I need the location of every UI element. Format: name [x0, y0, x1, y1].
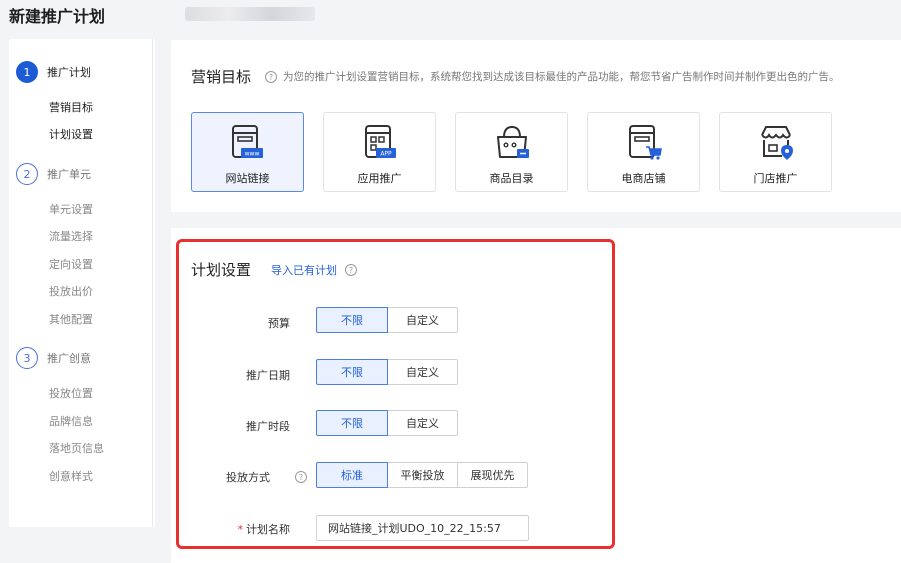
step-1[interactable]: 1 推广计划: [16, 61, 91, 83]
step-label-promotion-creative: 推广创意: [47, 352, 91, 365]
website-link-icon: www: [232, 125, 263, 158]
substep-other-config[interactable]: 其他配置: [49, 313, 93, 326]
substep-creative-style[interactable]: 创意样式: [49, 470, 93, 483]
promotion-date-label: 推广日期: [246, 369, 290, 382]
step-nav-divider: [152, 39, 153, 527]
budget-option-unlimited[interactable]: 不限: [316, 307, 388, 333]
plan-name-label-text: 计划名称: [246, 523, 290, 536]
budget-label: 预算: [268, 317, 290, 330]
goal-card-label: 应用推广: [357, 172, 402, 185]
substep-traffic-selection[interactable]: 流量选择: [49, 230, 93, 243]
substep-placement[interactable]: 投放位置: [49, 387, 93, 400]
goal-card-label: 门店推广: [753, 172, 798, 185]
step-label-promotion-unit: 推广单元: [47, 168, 91, 181]
ecommerce-store-icon: [629, 125, 662, 160]
delivery-option-balanced[interactable]: 平衡投放: [387, 462, 458, 488]
goal-card-product-catalog[interactable]: 商品目录: [455, 112, 568, 192]
substep-marketing-goal[interactable]: 营销目标: [49, 101, 93, 114]
import-existing-plan-link[interactable]: 导入已有计划: [271, 264, 337, 277]
product-catalog-icon: [497, 125, 529, 158]
svg-text:www: www: [245, 151, 260, 158]
goal-card-label: 电商店铺: [621, 172, 666, 185]
delivery-method-label: 投放方式: [226, 471, 270, 484]
goal-card-website-link[interactable]: www 网站链接: [191, 112, 304, 192]
step-number-1: 1: [16, 61, 38, 83]
period-segmented-control: 不限 自定义: [316, 410, 458, 436]
help-icon[interactable]: ?: [265, 71, 277, 83]
plan-settings-panel: [171, 228, 901, 563]
substep-landing-page[interactable]: 落地页信息: [49, 442, 104, 455]
substep-plan-settings[interactable]: 计划设置: [49, 128, 93, 141]
svg-text:APP: APP: [380, 151, 392, 158]
period-option-custom[interactable]: 自定义: [387, 410, 458, 436]
step-3[interactable]: 3 推广创意: [16, 347, 91, 369]
date-option-custom[interactable]: 自定义: [387, 359, 458, 385]
plan-name-label: *计划名称: [200, 521, 291, 537]
marketing-goal-panel: 营销目标 ? 为您的推广计划设置营销目标，系统帮您找到达成该目标最佳的产品功能，…: [171, 40, 901, 212]
step-navigation: [9, 39, 155, 527]
date-option-unlimited[interactable]: 不限: [316, 359, 388, 385]
date-segmented-control: 不限 自定义: [316, 359, 458, 385]
step-label-promotion-plan: 推广计划: [47, 66, 91, 79]
step-2[interactable]: 2 推广单元: [16, 163, 91, 185]
step-number-2: 2: [16, 163, 38, 185]
highlight-box: [176, 239, 615, 549]
plan-name-input[interactable]: 网站链接_计划UDO_10_22_15:57: [316, 515, 529, 541]
delivery-segmented-control: 标准 平衡投放 展现优先: [316, 462, 528, 488]
goal-card-label: 商品目录: [489, 172, 534, 185]
goal-card-ecommerce-store[interactable]: 电商店铺: [587, 112, 700, 192]
marketing-goal-description: 为您的推广计划设置营销目标，系统帮您找到达成该目标最佳的产品功能，帮您节省广告制…: [283, 71, 840, 83]
app-promotion-icon: APP: [365, 125, 396, 158]
step-number-3: 3: [16, 347, 38, 369]
page-title: 新建推广计划: [9, 7, 106, 26]
delivery-option-exposure-priority[interactable]: 展现优先: [457, 462, 528, 488]
substep-unit-settings[interactable]: 单元设置: [49, 203, 93, 216]
required-mark: *: [237, 523, 244, 536]
period-option-unlimited[interactable]: 不限: [316, 410, 388, 436]
store-location-icon: [761, 126, 793, 160]
marketing-goal-title: 营销目标: [191, 68, 252, 86]
delivery-option-standard[interactable]: 标准: [316, 462, 388, 488]
promotion-period-label: 推广时段: [246, 420, 290, 433]
goal-card-label: 网站链接: [225, 172, 270, 185]
help-icon[interactable]: ?: [295, 471, 307, 483]
substep-bidding[interactable]: 投放出价: [49, 285, 93, 298]
goal-card-store-promotion[interactable]: 门店推广: [719, 112, 832, 192]
budget-segmented-control: 不限 自定义: [316, 307, 458, 333]
blurred-breadcrumb: [185, 7, 315, 21]
substep-brand-info[interactable]: 品牌信息: [49, 415, 93, 428]
goal-card-app-promotion[interactable]: APP 应用推广: [323, 112, 436, 192]
budget-option-custom[interactable]: 自定义: [387, 307, 458, 333]
substep-targeting[interactable]: 定向设置: [49, 258, 93, 271]
plan-settings-title: 计划设置: [191, 261, 252, 279]
help-icon[interactable]: ?: [345, 264, 357, 276]
